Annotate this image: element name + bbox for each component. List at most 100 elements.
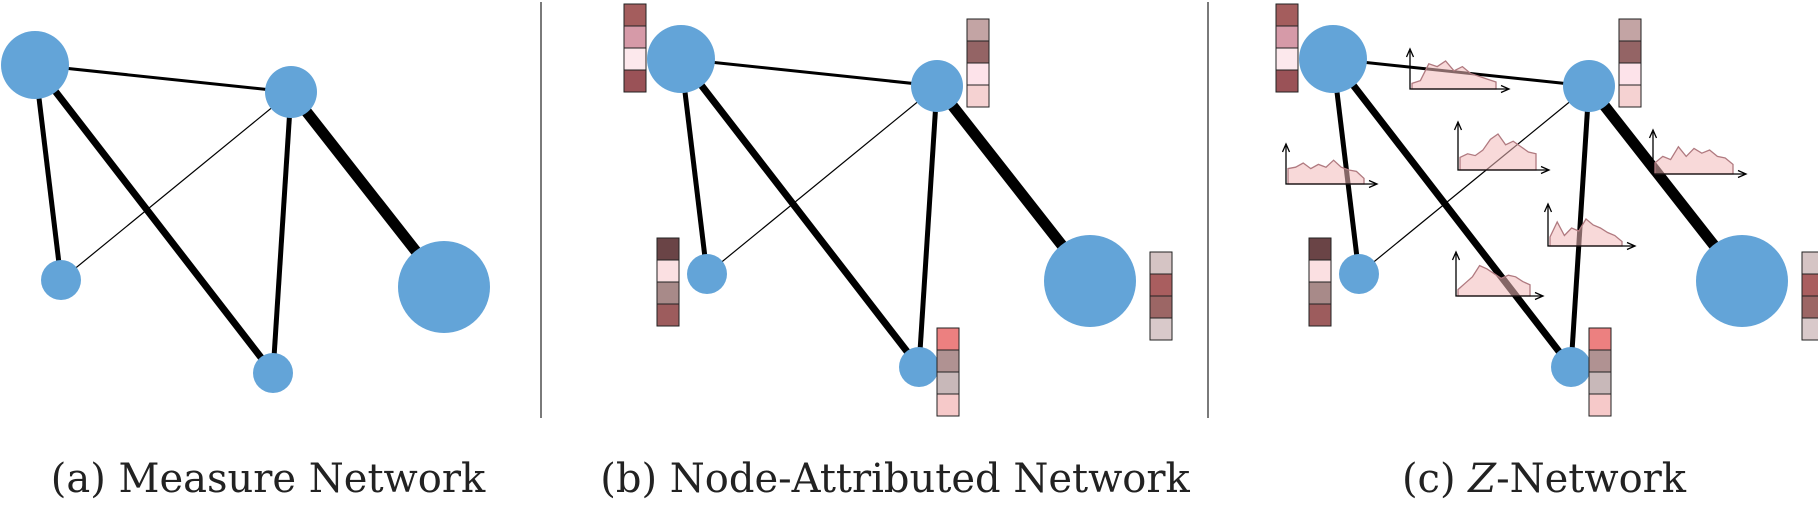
- edge-layer: [32, 62, 449, 376]
- caption-a-main: Measure Network: [119, 456, 486, 502]
- caption-c-italic: Z: [1466, 456, 1497, 502]
- distribution-curve: [1549, 218, 1623, 247]
- edge-distribution-glyph: [1405, 47, 1511, 94]
- node-n4: [899, 347, 939, 387]
- attribute-bar-n3: [656, 237, 680, 327]
- edge-n2-n3: [706, 85, 938, 275]
- attribute-cell: [1275, 69, 1299, 93]
- caption-c-prefix: (c): [1402, 456, 1468, 502]
- attribute-bar-n2: [966, 18, 990, 108]
- attribute-cell: [1801, 317, 1818, 341]
- attribute-cell: [936, 327, 960, 351]
- attribute-bar-n1: [1275, 3, 1299, 93]
- edge-layer: [1330, 56, 1747, 370]
- attribute-cell: [656, 303, 680, 327]
- attribute-cell: [1618, 62, 1642, 86]
- attribute-cell: [1801, 273, 1818, 297]
- node-layer: [647, 25, 1136, 387]
- distribution-curve: [1654, 145, 1734, 175]
- edge-distribution-layer: [1281, 47, 1748, 301]
- attribute-bar-n4: [936, 327, 960, 417]
- y-axis-arrow-icon: [1405, 47, 1415, 58]
- distribution-axes: [1285, 146, 1376, 185]
- attribute-cell: [1618, 18, 1642, 42]
- edge-n2-n4: [1568, 85, 1592, 368]
- distribution-axes: [1457, 124, 1548, 171]
- edge-distribution-glyph: [1281, 142, 1379, 189]
- attribute-cell: [1275, 25, 1299, 49]
- caption-b-prefix: (b): [600, 456, 670, 502]
- caption-b-main: Node-Attributed Network: [670, 456, 1191, 502]
- edge-distribution-glyph: [1543, 202, 1637, 251]
- attribute-cell: [936, 349, 960, 373]
- attribute-cell: [966, 84, 990, 108]
- attribute-cell: [623, 3, 647, 27]
- attribute-cell: [1618, 40, 1642, 64]
- node-layer: [1, 31, 490, 393]
- node-n2: [265, 66, 317, 118]
- node-n5: [398, 241, 490, 333]
- node-n3: [1339, 254, 1379, 294]
- attribute-cell: [1588, 327, 1612, 351]
- y-axis-arrow-icon: [1453, 120, 1463, 131]
- edge-layer: [678, 56, 1095, 370]
- attribute-cell: [1275, 47, 1299, 71]
- edge-n2-n4: [270, 91, 294, 374]
- attribute-cell: [966, 18, 990, 42]
- node-n3: [687, 254, 727, 294]
- y-axis-arrow-icon: [1281, 142, 1291, 153]
- distribution-curve: [1459, 133, 1537, 171]
- distribution-axes: [1455, 254, 1542, 297]
- attribute-cell: [936, 371, 960, 395]
- edge-n1-n4: [678, 56, 922, 370]
- attribute-cell: [1308, 237, 1332, 261]
- y-axis-arrow-icon: [1648, 128, 1658, 139]
- node-layer: [1299, 25, 1788, 387]
- attribute-cell: [966, 62, 990, 86]
- edge-n1-n2: [34, 63, 292, 94]
- attribute-cell: [623, 47, 647, 71]
- attribute-cell: [936, 393, 960, 417]
- attribute-cell: [1149, 317, 1173, 341]
- attribute-cell: [1149, 273, 1173, 297]
- attribute-cell: [656, 237, 680, 261]
- attribute-bar-n5: [1149, 251, 1173, 341]
- edge-n2-n3: [60, 91, 292, 281]
- node-n3: [41, 260, 81, 300]
- distribution-axes: [1409, 51, 1508, 90]
- x-axis-arrow-icon: [1540, 165, 1551, 175]
- caption-c: (c) Z-Network: [1402, 456, 1687, 502]
- edge-n1-n4: [32, 62, 276, 376]
- caption-c-suffix: -Network: [1496, 456, 1687, 502]
- attribute-cell: [1275, 3, 1299, 27]
- x-axis-arrow-icon: [1737, 169, 1748, 179]
- attribute-bar-n1: [623, 3, 647, 93]
- node-n4: [1551, 347, 1591, 387]
- node-n5: [1696, 235, 1788, 327]
- caption-b: (b) Node-Attributed Network: [600, 456, 1190, 502]
- attribute-cell: [623, 69, 647, 93]
- attribute-cell: [1308, 303, 1332, 327]
- edge-distribution-glyph: [1451, 250, 1545, 301]
- edge-n2-n3: [1358, 85, 1590, 275]
- attribute-cell: [1588, 371, 1612, 395]
- distribution-curve: [1411, 60, 1497, 90]
- attribute-cell: [656, 259, 680, 283]
- distribution-curve: [1457, 264, 1531, 297]
- x-axis-arrow-icon: [1534, 291, 1545, 301]
- attribute-bar-n2: [1618, 18, 1642, 108]
- node-n5: [1044, 235, 1136, 327]
- attribute-bar-n5: [1801, 251, 1818, 341]
- edge-distribution-glyph: [1453, 120, 1551, 175]
- attribute-cell: [1308, 259, 1332, 283]
- edge-n1-n4: [1330, 56, 1574, 370]
- attribute-cell: [1308, 281, 1332, 305]
- y-axis-arrow-icon: [1543, 202, 1553, 213]
- attribute-cell: [1801, 295, 1818, 319]
- caption-a: (a) Measure Network: [51, 456, 486, 502]
- distribution-axes: [1547, 206, 1634, 247]
- distribution-axes: [1652, 132, 1745, 175]
- attribute-cell: [1588, 349, 1612, 373]
- panel-node-attributed-network: [623, 3, 1173, 417]
